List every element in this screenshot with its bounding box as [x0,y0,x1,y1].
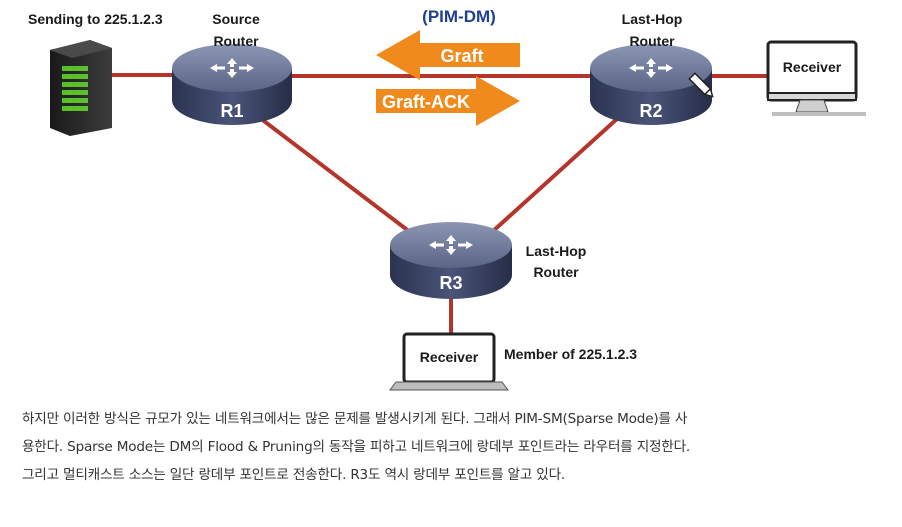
network-links [110,73,775,335]
router-r2-name: R2 [639,101,662,121]
router-r1-name: R1 [220,101,243,121]
receiver-bottom-laptop-icon: Receiver [389,332,509,391]
graft-arrow-label: Graft [440,46,483,66]
graft-ack-arrow-label: Graft-ACK [382,92,470,112]
router-r2: R2 [590,44,712,125]
receiver-bottom-label: Receiver [420,349,479,365]
paragraph-line-2: 용한다. Sparse Mode는 DM의 Flood & Pruning의 동… [22,439,691,455]
link-r1-r3 [258,116,412,234]
router-r2-caption-1: Last-Hop [622,11,683,27]
router-r2-caption-2: Router [629,33,675,49]
pen-cursor-icon [688,72,714,98]
router-r3-name: R3 [439,273,462,293]
member-label: Member of 225.1.2.3 [504,346,637,362]
graft-arrow: Graft [376,30,520,80]
paragraph-line-1: 하지만 이러한 방식은 규모가 있는 네트워크에서는 많은 문제를 발생시키게 … [22,411,688,427]
graft-ack-arrow: Graft-ACK [376,76,520,126]
router-r1-caption-2: Router [213,33,259,49]
router-r3-caption-2: Router [533,264,579,280]
link-r2-r3 [490,116,620,234]
router-r1: R1 [172,44,292,125]
router-r3-caption-1: Last-Hop [526,243,587,259]
source-label: Sending to 225.1.2.3 [28,11,163,27]
pim-dm-diagram: Sending to 225.1.2.3 (PIM-DM) Graft Graf… [28,7,866,391]
router-r1-caption-1: Source [212,11,260,27]
receiver-right-label: Receiver [783,59,842,75]
paragraph-line-3: 그리고 멀티캐스트 소스는 일단 랑데부 포인트로 전송한다. R3도 역시 랑… [22,467,566,483]
router-r3: R3 [390,222,512,299]
diagram-title: (PIM-DM) [422,7,496,26]
source-server-icon [50,40,112,136]
explanation-paragraph: 하지만 이러한 방식은 규모가 있는 네트워크에서는 많은 문제를 발생시키게 … [22,405,882,489]
receiver-right-monitor-icon: Receiver [766,40,866,116]
